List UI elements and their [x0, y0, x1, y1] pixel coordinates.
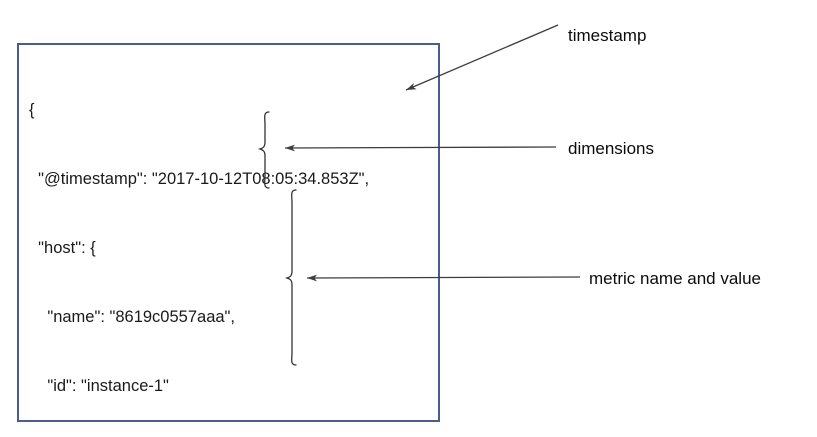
json-line-host-name: "name": "8619c0557aaa",: [29, 308, 235, 326]
json-line-host-open: "host": {: [29, 239, 96, 257]
json-line-host-id: "id": "instance-1": [29, 377, 169, 395]
json-line: {: [29, 101, 35, 119]
annotation-label-timestamp: timestamp: [568, 26, 647, 45]
json-document-box: { "@timestamp": "2017-10-12T08:05:34.853…: [17, 43, 440, 422]
json-code-block: { "@timestamp": "2017-10-12T08:05:34.853…: [29, 53, 369, 437]
annotation-label-dimensions: dimensions: [568, 139, 654, 158]
annotation-label-metric: metric name and value: [589, 269, 761, 288]
json-line-timestamp: "@timestamp": "2017-10-12T08:05:34.853Z"…: [29, 170, 370, 188]
